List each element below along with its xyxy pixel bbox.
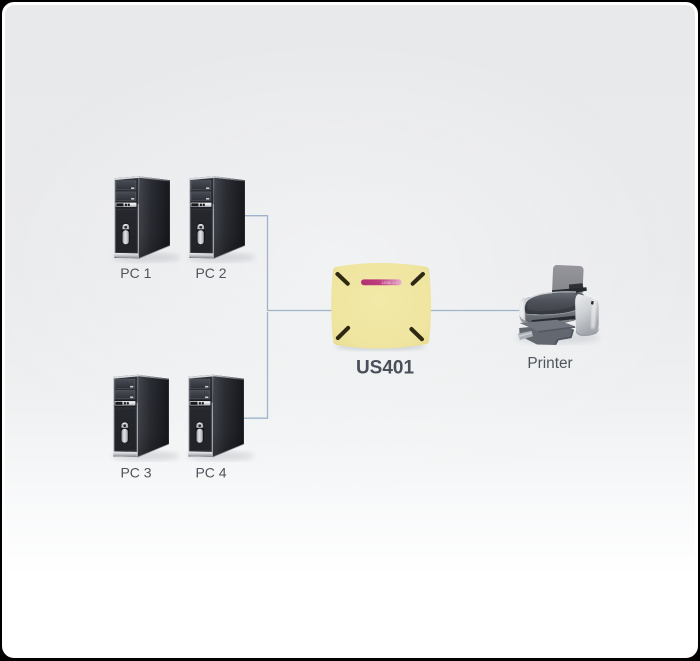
svg-text:PC 4: PC 4 — [195, 465, 226, 481]
svg-text:USB 2.0: USB 2.0 — [382, 280, 399, 285]
svg-text:PC 2: PC 2 — [195, 265, 226, 281]
svg-text:Printer: Printer — [527, 355, 572, 372]
svg-text:PC 3: PC 3 — [120, 465, 151, 481]
svg-text:US401: US401 — [356, 358, 415, 379]
svg-text:PC 1: PC 1 — [120, 265, 151, 281]
